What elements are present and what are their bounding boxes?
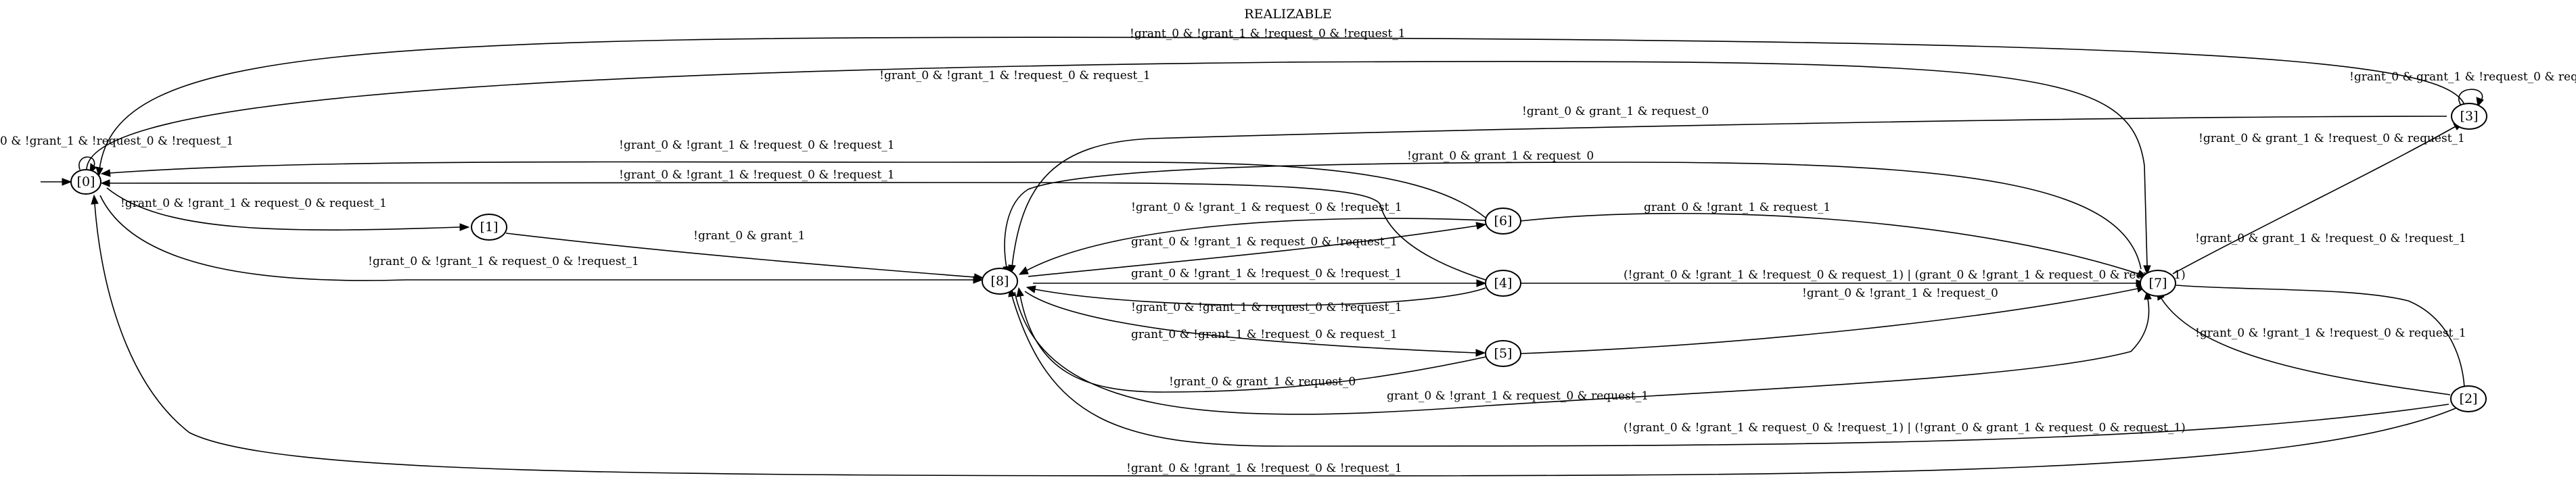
edge-label: !grant_0 & grant_1 [693,229,805,243]
edge-label: !grant_0 & !grant_1 & !request_0 & !requ… [619,139,895,152]
edge-7-to-2: !grant_0 & grant_1 & !request_0 & !reque… [2176,232,2468,397]
edge-4-to-7: (!grant_0 & !grant_1 & !request_0 & requ… [1520,268,2186,287]
edge-3-to-3: !grant_0 & grant_1 & !request_0 & reques… [2349,70,2576,107]
edge-8-to-7: grant_0 & !grant_1 & request_0 & request… [1014,289,2152,415]
svg-text:[4]: [4] [1494,276,1513,291]
node-1[interactable]: [1] [471,214,507,241]
svg-text:[6]: [6] [1494,214,1513,228]
edge-label: grant_0 & !grant_1 & request_0 & !reques… [1131,235,1398,249]
node-5[interactable]: [5] [1485,340,1521,367]
edge-label: !grant_0 & grant_1 & request_0 [1522,105,1709,118]
edge-0-to-8: !grant_0 & !grant_1 & request_0 & !reque… [99,195,984,284]
edge-label: !grant_0 & grant_1 & !request_0 & !reque… [2195,232,2466,245]
edge-label: !grant_0 & !grant_1 & !request_0 & !requ… [1130,27,1406,41]
edge-label: !grant_0 & !grant_1 & request_0 & reques… [120,197,387,210]
edge-label: grant_0 & !grant_1 & !request_0 & !reque… [1131,267,1402,281]
edge-2-to-0: !grant_0 & !grant_1 & !request_0 & !requ… [91,194,2456,477]
edge-7-to-3: !grant_0 & grant_1 & !request_0 & reques… [2172,122,2465,274]
edge-label: !grant_0 & grant_1 & request_0 [1407,149,1594,163]
node-6[interactable]: [6] [1485,208,1521,235]
edge-8-to-6: grant_0 & !grant_1 & request_0 & !reques… [1028,222,1487,277]
graph-title: REALIZABLE [1244,7,1331,22]
svg-text:[1]: [1] [480,220,499,235]
node-4[interactable]: [4] [1485,270,1521,297]
edge-3-to-0: !grant_0 & !grant_1 & !request_0 & !requ… [95,27,2467,177]
edge-label: !grant_0 & !grant_1 & !request_0 & !requ… [619,168,895,182]
svg-text:[0]: [0] [77,174,95,189]
edge-label: grant_0 & !grant_1 & request_1 [1644,201,1831,214]
edge-5-to-8: !grant_0 & grant_1 & request_0 [1016,287,1486,393]
edge-8-to-5: grant_0 & !grant_1 & !request_0 & reques… [1024,291,1486,357]
svg-text:[3]: [3] [2460,109,2479,124]
edge-label: grant_0 & !grant_1 & !request_0 & reques… [1131,328,1398,341]
edge-label: !grant_0 & grant_1 & !request_0 & reques… [2199,132,2465,145]
edge-6-to-8: !grant_0 & !grant_1 & request_0 & !reque… [1018,201,1486,275]
node-0[interactable]: [0] [70,169,101,195]
edge-0-to-7: !grant_0 & !grant_1 & !request_0 & reque… [86,61,2151,276]
node-3[interactable]: [3] [2451,103,2487,130]
edge-label: !grant_0 & grant_1 & !request_0 & reques… [2349,70,2576,84]
edge-label: !grant_0 & !grant_1 & !request_0 & reque… [2195,326,2466,340]
node-2[interactable]: [2] [2450,385,2487,412]
edge-label: !grant_0 & !grant_1 & !request_0 & !requ… [1126,462,1402,475]
edge-6-to-0: !grant_0 & !grant_1 & !request_0 & !requ… [100,139,1486,218]
svg-text:[2]: [2] [2460,391,2478,406]
edge-label: 0 & !grant_1 & !request_0 & !request_1 [0,135,233,148]
svg-text:[7]: [7] [2149,276,2167,291]
edge-label: !grant_0 & grant_1 & request_0 [1169,375,1356,389]
edge-3-to-8: !grant_0 & grant_1 & request_0 [1008,105,2447,275]
svg-text:[5]: [5] [1494,346,1513,361]
edge-5-to-7: !grant_0 & !grant_1 & !request_0 [1519,285,2147,354]
edge-label: !grant_0 & !grant_1 & request_0 & !reque… [1131,201,1402,214]
edge-4-to-0: !grant_0 & !grant_1 & !request_0 & !requ… [100,168,1486,281]
edge-start [41,178,72,186]
svg-text:[8]: [8] [991,274,1009,289]
edge-0-to-1: !grant_0 & !grant_1 & request_0 & reques… [106,187,470,231]
edge-label: !grant_0 & !grant_1 & request_0 & !reque… [1131,301,1402,314]
edge-6-to-7: grant_0 & !grant_1 & request_1 [1519,201,2148,278]
edge-label: (!grant_0 & !grant_1 & request_0 & !requ… [1624,421,2186,435]
node-8[interactable]: [8] [982,268,1018,295]
edge-2-to-8: (!grant_0 & !grant_1 & request_0 & !requ… [1008,287,2450,447]
edge-label: (!grant_0 & !grant_1 & !request_0 & requ… [1624,268,2186,282]
edge-label: !grant_0 & !grant_1 & request_0 & !reque… [368,255,639,268]
edge-1-to-8: !grant_0 & grant_1 [505,229,984,281]
edge-8-to-4: grant_0 & !grant_1 & !request_0 & !reque… [1033,267,1487,287]
edge-label: !grant_0 & !grant_1 & !request_0 & reque… [879,69,1151,82]
edge-4-to-8: !grant_0 & !grant_1 & request_0 & !reque… [1026,285,1486,314]
edge-label: !grant_0 & !grant_1 & !request_0 [1802,287,1998,300]
edge-label: grant_0 & !grant_1 & request_0 & request… [1387,389,1649,403]
node-7[interactable]: [7] [2140,270,2176,297]
